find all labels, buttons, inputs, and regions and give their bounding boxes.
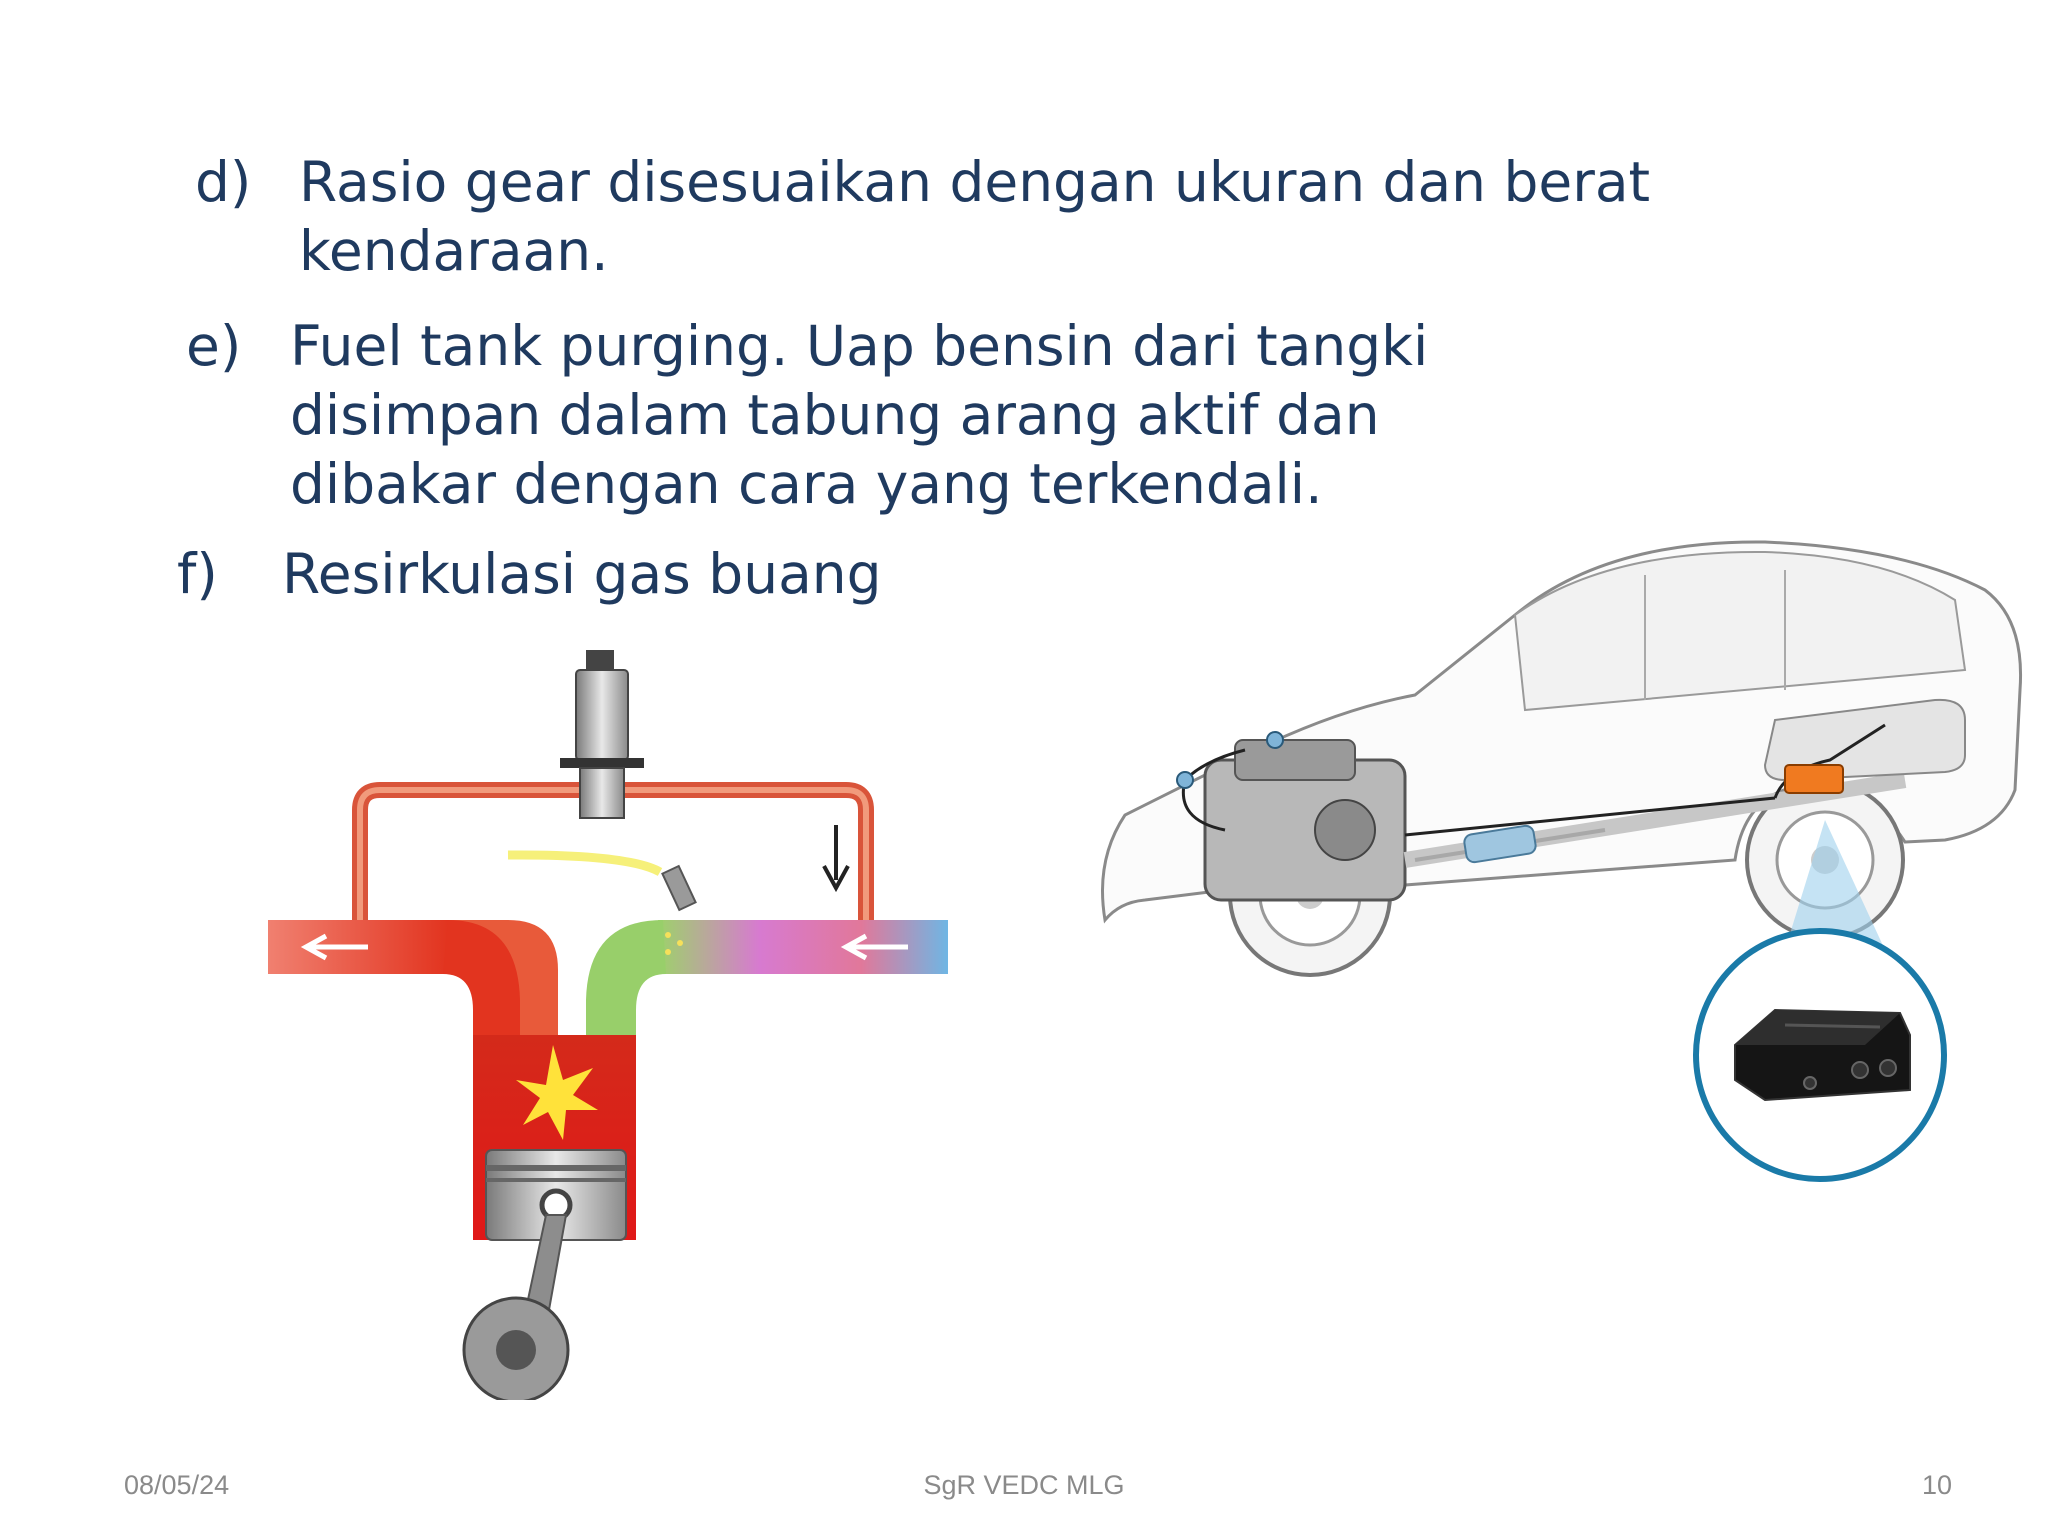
list-marker-e: e) bbox=[186, 314, 242, 378]
list-text-d-line-2: kendaraan. bbox=[299, 219, 609, 283]
footer-center-text: SgR VEDC MLG bbox=[923, 1470, 1125, 1500]
list-text-f-line-1: Resirkulasi gas buang bbox=[282, 542, 882, 606]
egr-diagram bbox=[268, 650, 948, 1400]
list-marker-f: f) bbox=[177, 542, 218, 606]
footer-page-number: 10 bbox=[1921, 1470, 1952, 1500]
charcoal-canister-inset bbox=[1693, 928, 1947, 1182]
list-text-e-line-2: disimpan dalam tabung arang aktif dan bbox=[290, 383, 1380, 447]
list-marker-d: d) bbox=[195, 150, 252, 214]
list-text-f: Resirkulasi gas buang bbox=[282, 540, 882, 609]
car-evap-diagram bbox=[1101, 540, 2023, 977]
list-text-d: Rasio gear disesuaikan dengan ukuran dan… bbox=[299, 148, 1650, 286]
list-text-e: Fuel tank purging. Uap bensin dari tangk… bbox=[290, 312, 1428, 519]
list-text-e-line-1: Fuel tank purging. Uap bensin dari tangk… bbox=[290, 314, 1429, 378]
list-text-e-line-3: dibakar dengan cara yang terkendali. bbox=[290, 452, 1323, 516]
list-text-d-line-1: Rasio gear disesuaikan dengan ukuran dan… bbox=[299, 150, 1651, 214]
footer-date: 08/05/24 bbox=[124, 1470, 230, 1500]
